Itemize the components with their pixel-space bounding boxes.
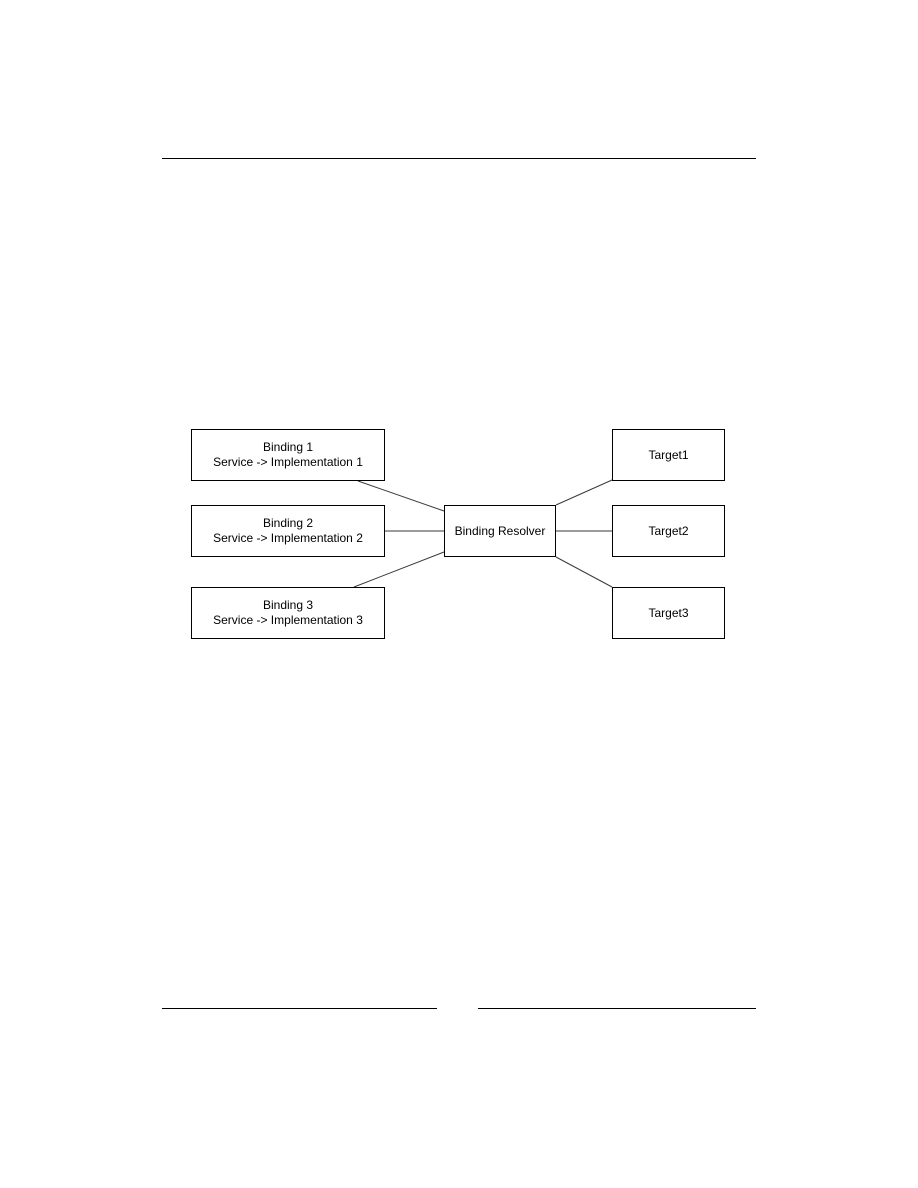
connector-resolver-target-3 (555, 556, 613, 588)
binding-1-title: Binding 1 (262, 440, 314, 454)
target-1-node: Target1 (612, 429, 725, 481)
connector-binding-3-resolver (353, 551, 445, 588)
binding-2-node: Binding 2 Service -> Implementation 2 (191, 505, 385, 557)
binding-1-mapping: Service -> Implementation 1 (213, 455, 363, 469)
target-2-node: Target2 (612, 505, 725, 557)
footer-rule-right (478, 1008, 756, 1009)
binding-resolver-node: Binding Resolver (444, 505, 556, 557)
target-3-node: Target3 (612, 587, 725, 639)
header-rule (162, 158, 756, 159)
binding-3-title: Binding 3 (262, 598, 314, 612)
connector-binding-1-resolver (357, 480, 445, 512)
binding-2-title: Binding 2 (262, 516, 314, 530)
binding-3-mapping: Service -> Implementation 3 (213, 613, 363, 627)
footer-rule-left (162, 1008, 437, 1009)
binding-3-node: Binding 3 Service -> Implementation 3 (191, 587, 385, 639)
connector-resolver-target-1 (555, 479, 613, 506)
binding-resolver-label: Binding Resolver (454, 523, 546, 538)
binding-1-node: Binding 1 Service -> Implementation 1 (191, 429, 385, 481)
binding-2-mapping: Service -> Implementation 2 (213, 531, 363, 545)
target-3-label: Target3 (648, 605, 689, 620)
target-1-label: Target1 (648, 447, 689, 462)
target-2-label: Target2 (648, 523, 689, 538)
